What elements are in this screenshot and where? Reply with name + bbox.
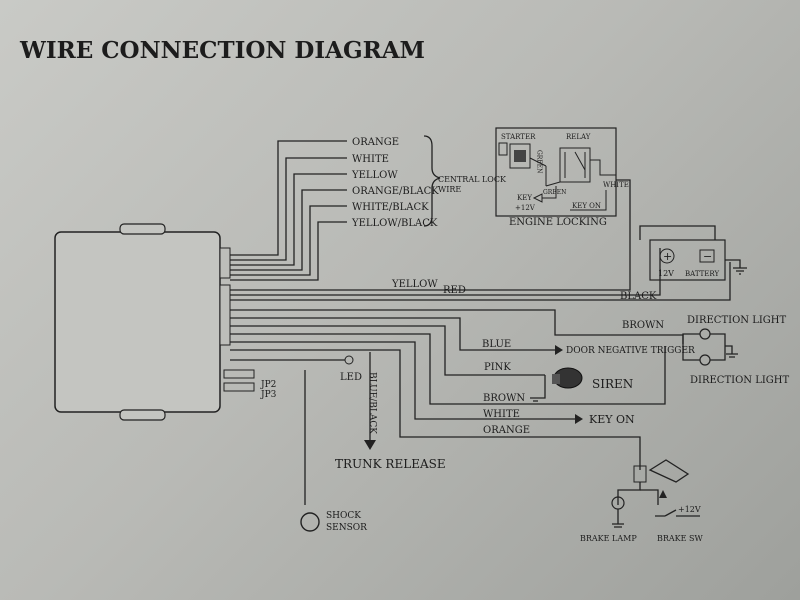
jp2-label: JP2 [260, 380, 276, 390]
yellow-label: YELLOW [391, 279, 438, 290]
main-harness [230, 179, 731, 470]
relay-label: RELAY [566, 133, 591, 141]
brake-12v-label: +12V [678, 505, 701, 514]
engine-locking-title: ENGINE LOCKING [509, 217, 607, 228]
arrow-right-icon [575, 414, 583, 424]
led-label: LED [340, 372, 362, 383]
wire-label: YELLOW/BLACK [351, 218, 438, 229]
brake-sw-label: BRAKE SW [657, 534, 704, 543]
central-lock-label: CENTRAL LOCK [438, 175, 507, 184]
brake-circuit: +12V BRAKE LAMP BRAKE SW [580, 459, 704, 543]
green-label: GREEN [543, 189, 566, 196]
green-vertical-label: GREEN [536, 150, 543, 173]
arrow-down-icon [364, 440, 376, 450]
central-lock-label-2: WIRE [438, 185, 461, 194]
central-lock-wires [230, 135, 441, 281]
door-trigger-label: DOOR NEGATIVE TRIGGER [566, 346, 695, 356]
key-12v-label: +12V [515, 204, 536, 212]
blue-black-label: BLUE/BLACK [367, 372, 377, 434]
control-unit [54, 223, 231, 421]
siren-label: SIREN [592, 377, 633, 391]
battery: + − 12V BATTERY [639, 225, 747, 281]
blue-label: BLUE [482, 339, 511, 350]
orange-label: ORANGE [483, 425, 530, 436]
bulb-icon [699, 354, 711, 366]
engine-locking-box: STARTER RELAY GREEN GREEN WHITE KEY +12V… [495, 127, 629, 228]
central-lock-labels: ORANGE WHITE YELLOW ORANGE/BLACK WHITE/B… [351, 137, 507, 229]
sensor-label: SENSOR [326, 523, 367, 533]
siren-icon [530, 367, 583, 402]
shock-label: SHOCK [326, 511, 361, 521]
direction-lights: DIRECTION LIGHT DIRECTION LIGHT [682, 315, 789, 386]
shock-sensor-icon [300, 512, 320, 532]
battery-minus: − [703, 250, 712, 263]
wire-label: ORANGE/BLACK [352, 186, 439, 197]
wire-label: ORANGE [352, 137, 399, 148]
pink-label: PINK [484, 362, 511, 373]
brown-top-label: BROWN [622, 320, 664, 331]
jumpers: JP2 JP3 [223, 369, 277, 400]
relay-white-label: WHITE [603, 181, 629, 189]
jp3-label: JP3 [260, 390, 277, 400]
brown-label: BROWN [483, 393, 525, 404]
battery-12v: 12V [658, 269, 674, 278]
direction-light-bottom-label: DIRECTION LIGHT [690, 375, 789, 386]
key-label: KEY [517, 194, 532, 202]
trunk-release-label: TRUNK RELEASE [335, 457, 446, 471]
page-title: WIRE CONNECTION DIAGRAM [19, 37, 425, 64]
arrow-down-icon [659, 490, 667, 498]
wire-label: WHITE/BLACK [352, 202, 429, 213]
key-on-device-label: KEY ON [589, 413, 635, 426]
red-label: RED [443, 285, 466, 296]
wire-label: WHITE [352, 154, 389, 165]
harness-labels: YELLOW RED BLACK BROWN BLUE PINK BROWN W… [391, 279, 664, 436]
black-label: BLACK [620, 291, 657, 302]
starter-label: STARTER [501, 133, 536, 141]
arrow-right-icon [555, 345, 563, 355]
white-label: WHITE [483, 409, 520, 420]
direction-light-top-label: DIRECTION LIGHT [687, 315, 786, 326]
key-on-label: KEY ON [572, 202, 601, 210]
brake-lamp-label: BRAKE LAMP [580, 534, 637, 543]
bulb-icon [699, 328, 711, 340]
battery-label: BATTERY [685, 270, 719, 278]
led-icon [230, 355, 354, 365]
battery-plus: + [663, 250, 672, 263]
wire-label: YELLOW [351, 170, 398, 181]
